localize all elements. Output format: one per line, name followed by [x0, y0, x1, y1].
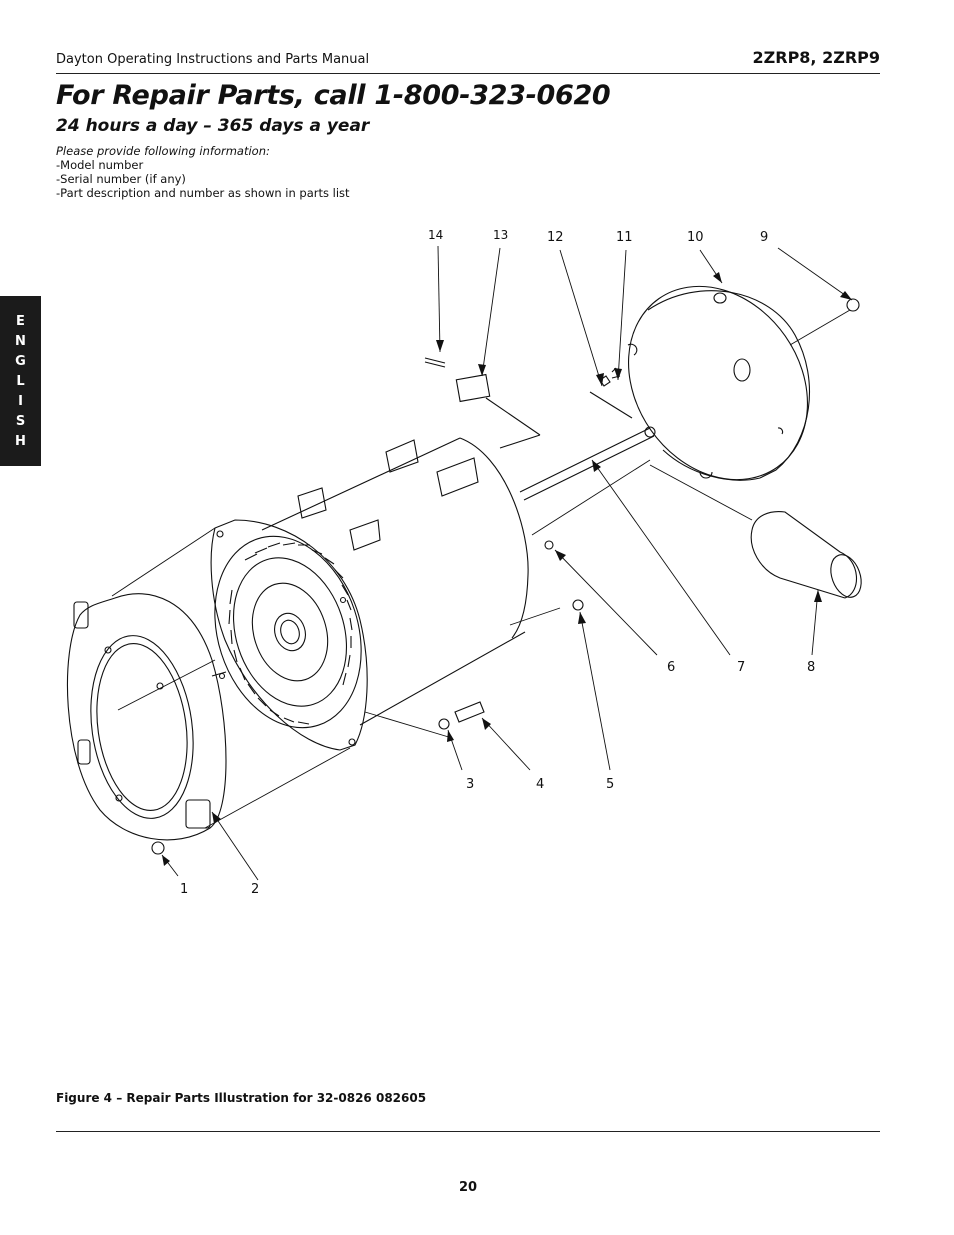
- language-letter: S: [15, 413, 26, 429]
- stator-housing: [261, 437, 529, 726]
- page-number: 20: [458, 1180, 478, 1195]
- arrow-heads: [162, 272, 852, 866]
- page-subtitle: 24 hours a day – 365 days a year: [56, 116, 370, 136]
- callout-2: 2: [251, 882, 259, 897]
- leader-lines: [161, 245, 853, 881]
- footer-rule: [56, 1131, 880, 1132]
- end-bell: [210, 519, 368, 751]
- callout-11: 11: [616, 230, 633, 245]
- end-cover: [627, 285, 811, 481]
- through-bolt: [519, 426, 656, 501]
- mounting-ring: [66, 593, 227, 841]
- language-letter: I: [18, 393, 23, 409]
- manual-title: Dayton Operating Instructions and Parts …: [56, 52, 370, 67]
- info-block: Please provide following information: -M…: [56, 144, 350, 200]
- language-letter: G: [15, 353, 26, 369]
- language-letter: E: [16, 313, 25, 329]
- language-letter: L: [16, 373, 25, 389]
- callout-5: 5: [606, 777, 614, 792]
- callout-4: 4: [536, 777, 544, 792]
- callout-14: 14: [428, 228, 443, 242]
- assembly-lines: [111, 309, 851, 829]
- callout-9: 9: [760, 230, 768, 245]
- language-letter: H: [15, 433, 26, 449]
- fasteners: [151, 298, 860, 855]
- header-rule: [56, 73, 880, 74]
- callout-6: 6: [667, 660, 675, 675]
- wire-connector: [424, 357, 541, 449]
- callout-1: 1: [180, 882, 188, 897]
- info-lead: Please provide following information:: [56, 144, 270, 158]
- figure-caption: Figure 4 – Repair Parts Illustration for…: [56, 1091, 427, 1105]
- callout-3: 3: [466, 777, 474, 792]
- callout-numbers: 1 2 3 4 5 6 7 8 9 10 11 12 13 14: [180, 228, 815, 897]
- callout-13: 13: [493, 228, 508, 242]
- callout-7: 7: [737, 660, 745, 675]
- callout-10: 10: [687, 230, 704, 245]
- language-letter: N: [15, 333, 26, 349]
- capacitor: [750, 511, 862, 599]
- model-numbers: 2ZRP8, 2ZRP9: [752, 48, 880, 67]
- page-title: For Repair Parts, call 1-800-323-0620: [56, 80, 611, 111]
- language-tab: E N G L I S H: [0, 296, 41, 466]
- callout-8: 8: [807, 660, 815, 675]
- info-item: -Model number: [56, 158, 144, 172]
- info-item: -Serial number (if any): [56, 172, 186, 186]
- callout-12: 12: [547, 230, 564, 245]
- info-item: -Part description and number as shown in…: [56, 186, 350, 200]
